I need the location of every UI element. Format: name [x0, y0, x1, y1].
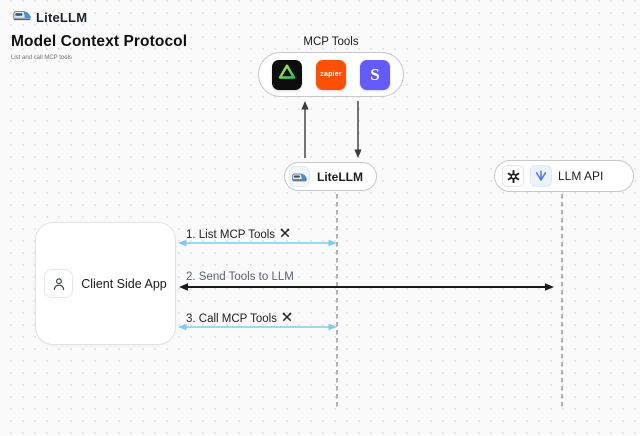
- tools-icon: [279, 227, 291, 242]
- step-2-text: 2. Send Tools to LLM: [186, 271, 294, 283]
- step-3-text: 3. Call MCP Tools: [186, 312, 277, 325]
- openai-icon: [502, 165, 524, 187]
- zapier-logo: zapier: [320, 71, 342, 78]
- brand-name: LiteLLM: [36, 9, 88, 25]
- stripe-tool-tile[interactable]: S: [360, 59, 390, 90]
- litellm-node-label: LiteLLM: [317, 169, 363, 184]
- zapier-tool-tile[interactable]: zapier: [316, 59, 346, 90]
- step-1-label: 1. List MCP Tools: [186, 227, 291, 242]
- green-triangle-icon: [276, 61, 298, 88]
- step2-arrow: [179, 283, 554, 291]
- step-2-label: 2. Send Tools to LLM: [186, 271, 294, 283]
- stripe-logo: S: [370, 64, 380, 84]
- llm-api-node-label: LLM API: [558, 169, 604, 183]
- litellm-train-icon: [13, 8, 31, 26]
- green-triangle-tool-tile[interactable]: [272, 59, 302, 90]
- litellm-node[interactable]: LiteLLM: [284, 162, 377, 191]
- llm-provider-icon: [530, 165, 552, 187]
- step-3-label: 3. Call MCP Tools: [186, 311, 293, 326]
- page-title: Model Context Protocol: [11, 33, 188, 50]
- step-1-text: 1. List MCP Tools: [186, 228, 276, 241]
- client-side-app-node[interactable]: Client Side App: [35, 222, 176, 345]
- brand: LiteLLM: [13, 8, 87, 26]
- mcp-tools-node[interactable]: zapier S: [258, 52, 404, 97]
- litellm-node-train-icon: [289, 166, 310, 187]
- mcp-tools-label: MCP Tools: [303, 36, 359, 48]
- client-side-app-label: Client Side App: [81, 276, 167, 291]
- mcp-down-arrow: [354, 101, 362, 158]
- tools-icon: [281, 311, 293, 326]
- llm-api-node[interactable]: LLM API: [494, 160, 634, 192]
- mcp-up-arrow: [301, 101, 309, 158]
- person-icon: [44, 269, 74, 298]
- page-subtitle: List and call MCP tools: [11, 55, 72, 61]
